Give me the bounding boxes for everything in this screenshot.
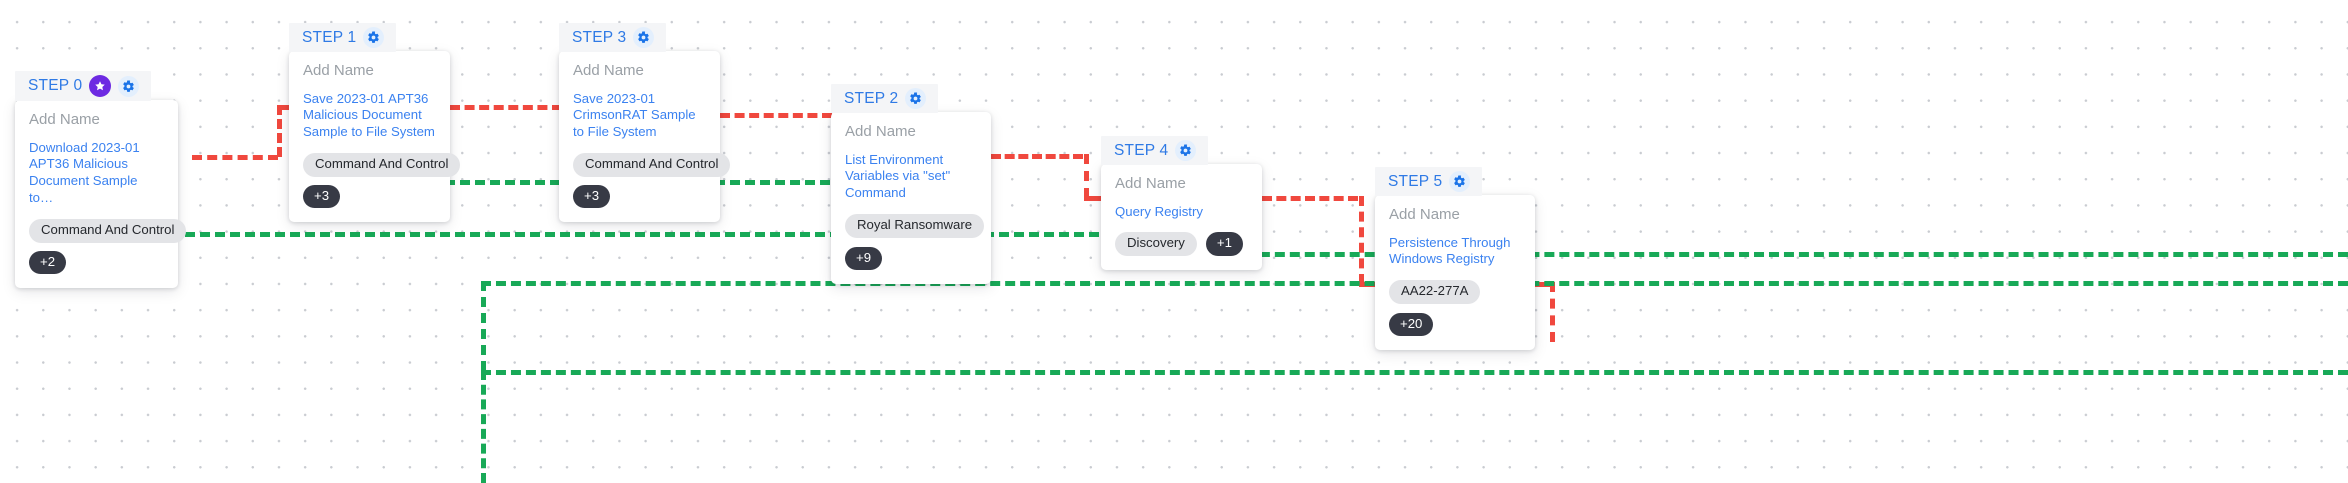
more-tags-badge[interactable]: +9 xyxy=(845,246,883,271)
gear-icon[interactable] xyxy=(633,27,655,48)
connector-edge xyxy=(1262,196,1358,201)
node-header[interactable]: STEP 3 xyxy=(559,23,667,52)
tag-chip[interactable]: Royal Ransomware xyxy=(845,214,985,238)
connector-edge xyxy=(1534,282,1554,287)
step-label: STEP 1 xyxy=(302,28,357,46)
gear-icon[interactable] xyxy=(363,27,385,48)
name-input-placeholder[interactable]: Add Name xyxy=(573,62,644,79)
connector-edge xyxy=(481,370,2348,375)
tag-chip[interactable]: Discovery xyxy=(1115,232,1197,256)
connector-edge xyxy=(720,113,832,118)
step-label: STEP 4 xyxy=(1114,141,1169,159)
technique-link[interactable]: Query Registry xyxy=(1115,203,1203,219)
connector-edge xyxy=(1185,252,2348,257)
step-label: STEP 5 xyxy=(1388,172,1443,190)
tag-list: Command And Control +3 xyxy=(573,153,731,209)
node-header[interactable]: STEP 4 xyxy=(1101,136,1209,165)
step-label: STEP 2 xyxy=(844,89,899,107)
name-input-placeholder[interactable]: Add Name xyxy=(1115,175,1186,192)
connector-edge xyxy=(481,370,486,483)
connector-edge xyxy=(991,154,1083,159)
tag-list: Royal Ransomware +9 xyxy=(845,214,985,271)
connector-edge xyxy=(1084,154,1089,198)
node-header[interactable]: STEP 2 xyxy=(831,84,939,113)
tag-chip[interactable]: Command And Control xyxy=(573,153,731,177)
star-icon xyxy=(89,75,112,97)
node-header[interactable]: STEP 1 xyxy=(289,23,397,52)
gear-icon[interactable] xyxy=(1449,171,1471,192)
technique-link[interactable]: Persistence Through Windows Registry xyxy=(1389,234,1511,267)
connector-edge xyxy=(1550,282,1555,342)
tag-chip[interactable]: Command And Control xyxy=(29,219,187,243)
technique-link[interactable]: Save 2023-01 CrimsonRAT Sample to File S… xyxy=(573,90,696,140)
gear-icon[interactable] xyxy=(1175,140,1197,161)
node-header[interactable]: STEP 0 xyxy=(15,71,152,101)
connector-edge xyxy=(450,105,562,110)
gear-icon[interactable] xyxy=(118,75,140,97)
connector-edge xyxy=(481,281,486,371)
tag-chip[interactable]: Command And Control xyxy=(303,153,461,177)
name-input-placeholder[interactable]: Add Name xyxy=(303,62,374,79)
connector-edge xyxy=(192,155,278,160)
name-input-placeholder[interactable]: Add Name xyxy=(29,111,100,128)
name-input-placeholder[interactable]: Add Name xyxy=(1389,206,1460,223)
more-tags-badge[interactable]: +20 xyxy=(1389,312,1434,337)
more-tags-badge[interactable]: +2 xyxy=(29,250,67,275)
name-input-placeholder[interactable]: Add Name xyxy=(845,123,916,140)
step-label: STEP 3 xyxy=(572,28,627,46)
technique-link[interactable]: Download 2023-01 APT36 Malicious Documen… xyxy=(29,139,140,206)
gear-icon[interactable] xyxy=(905,88,927,109)
more-tags-badge[interactable]: +1 xyxy=(1205,232,1243,256)
technique-link[interactable]: List Environment Variables via "set" Com… xyxy=(845,151,951,201)
connector-edge xyxy=(95,232,900,237)
more-tags-badge[interactable]: +3 xyxy=(303,184,341,209)
step-label: STEP 0 xyxy=(28,77,83,94)
more-tags-badge[interactable]: +3 xyxy=(573,184,611,209)
tag-list: Command And Control +2 xyxy=(29,219,187,275)
node-header[interactable]: STEP 5 xyxy=(1375,167,1483,196)
technique-link[interactable]: Save 2023-01 APT36 Malicious Document Sa… xyxy=(303,90,435,140)
tag-chip[interactable]: AA22-277A xyxy=(1389,280,1481,304)
connector-edge xyxy=(277,105,282,157)
connector-edge xyxy=(1359,196,1364,284)
tag-list: Discovery +1 xyxy=(1115,232,1248,256)
tag-list: AA22-277A +20 xyxy=(1389,280,1521,337)
tag-list: Command And Control +3 xyxy=(303,153,461,209)
